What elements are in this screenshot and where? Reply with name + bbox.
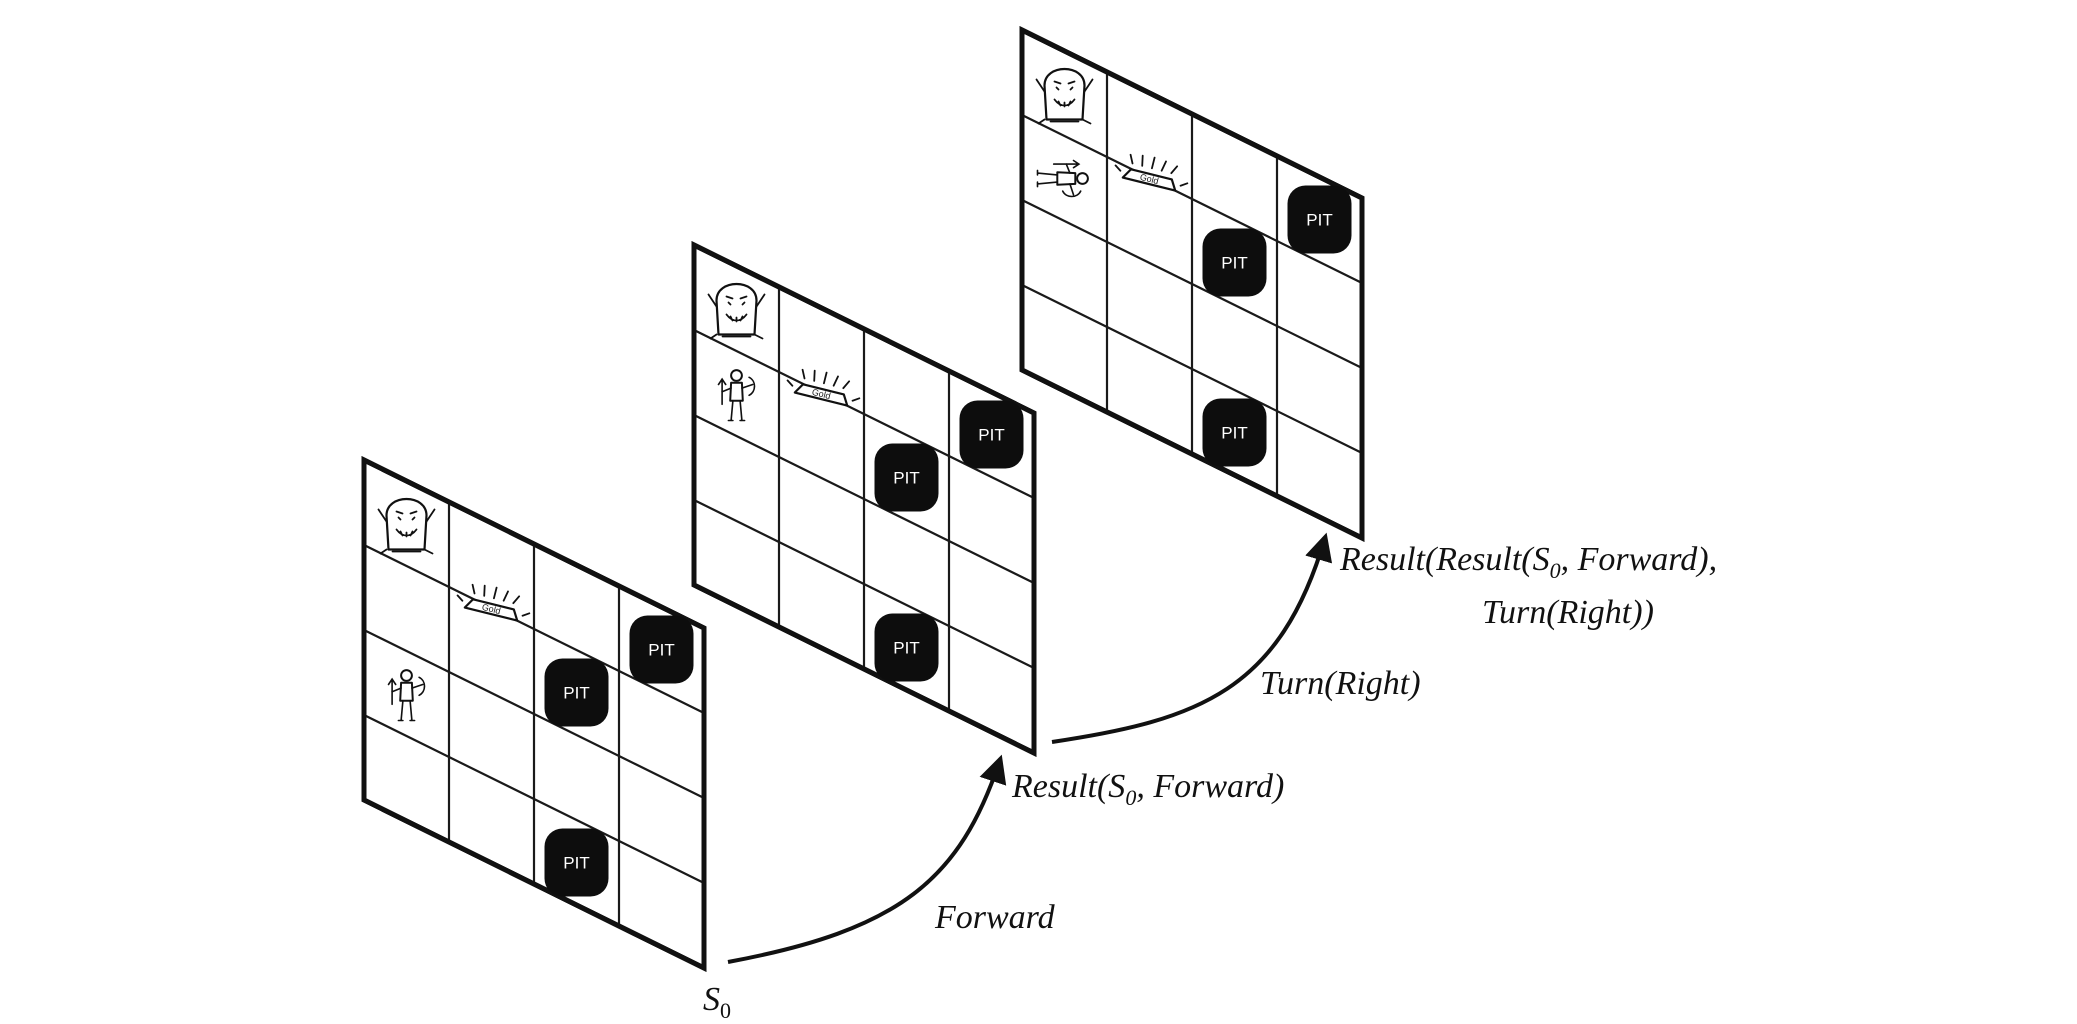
pit-icon: PIT (1287, 185, 1352, 254)
gold-icon: Gold (1114, 153, 1189, 192)
pit-icon: PIT (874, 613, 939, 682)
board: PIT PIT PIT Gold (361, 455, 707, 973)
svg-text:Gold: Gold (811, 387, 832, 401)
pit-icon: PIT (874, 443, 939, 512)
gold-icon: Gold (786, 368, 861, 407)
pit-icon: PIT (629, 615, 694, 684)
arrow-turn-right (1051, 532, 1333, 744)
pit-icon: PIT (544, 658, 609, 727)
agent-icon (717, 369, 756, 422)
arrow-forward (727, 754, 1007, 964)
pit-icon: PIT (544, 828, 609, 897)
svg-text:PIT: PIT (648, 641, 674, 660)
svg-text:PIT: PIT (1221, 424, 1247, 443)
label-turn-right: Turn(Right) (1260, 665, 1421, 702)
label-forward: Forward (934, 899, 1056, 936)
svg-text:PIT: PIT (563, 684, 589, 703)
board: PIT PIT PIT Gold (691, 240, 1037, 758)
board: PIT PIT PIT Gold (1019, 25, 1365, 543)
svg-text:PIT: PIT (563, 854, 589, 873)
agent-icon (387, 669, 426, 722)
label-s0: S0 (703, 981, 731, 1023)
label-result-forward: Result(S0, Forward) (1011, 768, 1284, 810)
gold-icon: Gold (456, 583, 531, 622)
svg-text:Gold: Gold (1139, 172, 1160, 186)
svg-text:PIT: PIT (893, 469, 919, 488)
pit-icon: PIT (959, 400, 1024, 469)
wumpus-icon (1035, 67, 1094, 125)
svg-text:PIT: PIT (1306, 211, 1332, 230)
pit-icon: PIT (1202, 398, 1267, 467)
wumpus-icon (707, 282, 766, 340)
wumpus-icon (377, 497, 436, 555)
label-result-turn-line2: Turn(Right)) (1482, 594, 1654, 631)
agent-icon (1036, 159, 1089, 198)
svg-text:PIT: PIT (978, 426, 1004, 445)
label-result-turn-line1: Result(Result(S0, Forward), (1339, 541, 1717, 583)
svg-text:PIT: PIT (1221, 254, 1247, 273)
svg-text:PIT: PIT (893, 639, 919, 658)
svg-text:Gold: Gold (481, 602, 502, 616)
pit-icon: PIT (1202, 228, 1267, 297)
